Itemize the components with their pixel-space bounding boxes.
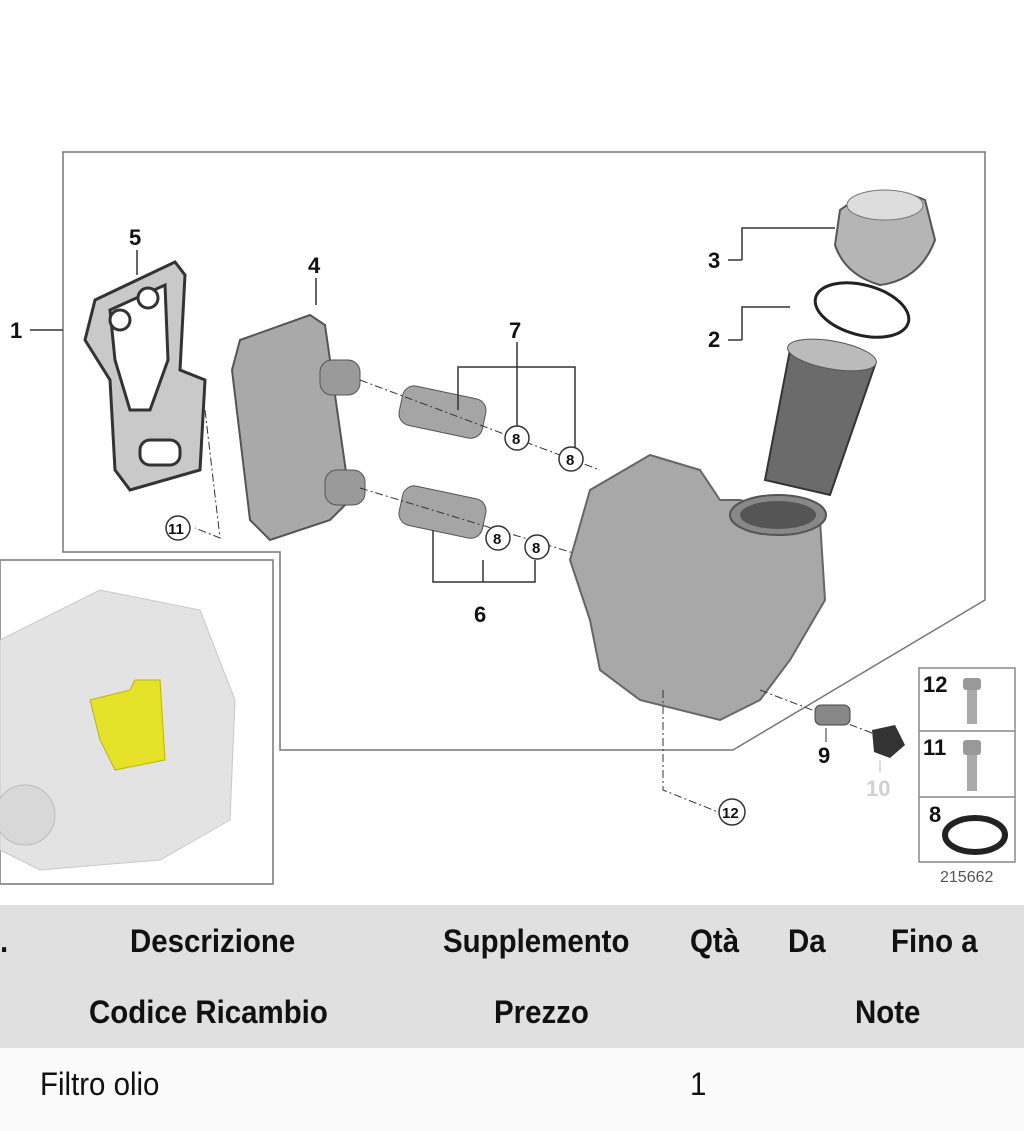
callout-3: 3 [708,248,720,273]
callout-2: 2 [708,327,720,352]
plug-part[interactable] [872,725,905,758]
callout-6: 6 [474,602,486,627]
callout-11-circle [165,515,191,541]
cell-descrizione: Filtro olio [40,1066,160,1102]
callout-9: 9 [818,743,830,768]
engine-illustration [0,589,236,871]
callout-5: 5 [129,225,141,250]
col-prezzo: Prezzo [494,994,589,1030]
col-da: Da [788,923,826,959]
cell-qta: 1 [690,1066,707,1102]
table-row[interactable]: Filtro olio 1 [0,1048,1024,1131]
gasket-part[interactable] [83,260,207,492]
svg-text:8: 8 [532,540,540,557]
callout-12: 12 [722,805,739,822]
sensor-part[interactable] [814,704,851,726]
callout-4: 4 [308,253,321,278]
socket-bolt-icon [963,740,981,791]
col-qta: Qtà [690,923,740,959]
table-header: . Descrizione Supplemento Qtà Da Fino a … [0,905,1024,1048]
small-parts-legend: 12 11 8 215662 [918,667,1016,886]
connector-upper[interactable] [397,384,488,441]
seal-callouts-8: 8 8 8 8 [485,425,584,560]
o-ring [813,281,911,339]
legend-12: 12 [923,672,947,697]
oil-filter-housing[interactable] [568,453,827,722]
assembly-frame [62,151,986,751]
diagram-number: 215662 [940,869,993,886]
hex-bolt-icon [963,678,981,724]
col-supplemento: Supplemento [443,923,630,959]
col-note: Note [855,994,921,1030]
parts-diagram: 1 5 4 7 6 8 8 8 8 11 [0,151,1016,886]
col-fino-a: Fino a [891,923,978,959]
col-prefix: . [0,923,9,959]
callout-10: 10 [866,776,890,801]
svg-text:8: 8 [493,531,501,548]
col-codice-ricambio: Codice Ricambio [89,994,328,1030]
callout-11: 11 [168,521,184,538]
callout-7: 7 [509,318,521,343]
oil-filter-element[interactable] [763,333,879,497]
legend-11: 11 [923,735,946,760]
svg-text:8: 8 [566,452,574,469]
connector-lower[interactable] [397,484,488,541]
col-descrizione: Descrizione [130,923,296,959]
svg-text:8: 8 [512,431,520,448]
callout-1: 1 [10,318,22,343]
filter-cap[interactable] [833,189,937,287]
oil-cooler-part[interactable] [230,313,366,542]
legend-8: 8 [929,802,941,827]
o-ring-icon [942,815,1008,855]
